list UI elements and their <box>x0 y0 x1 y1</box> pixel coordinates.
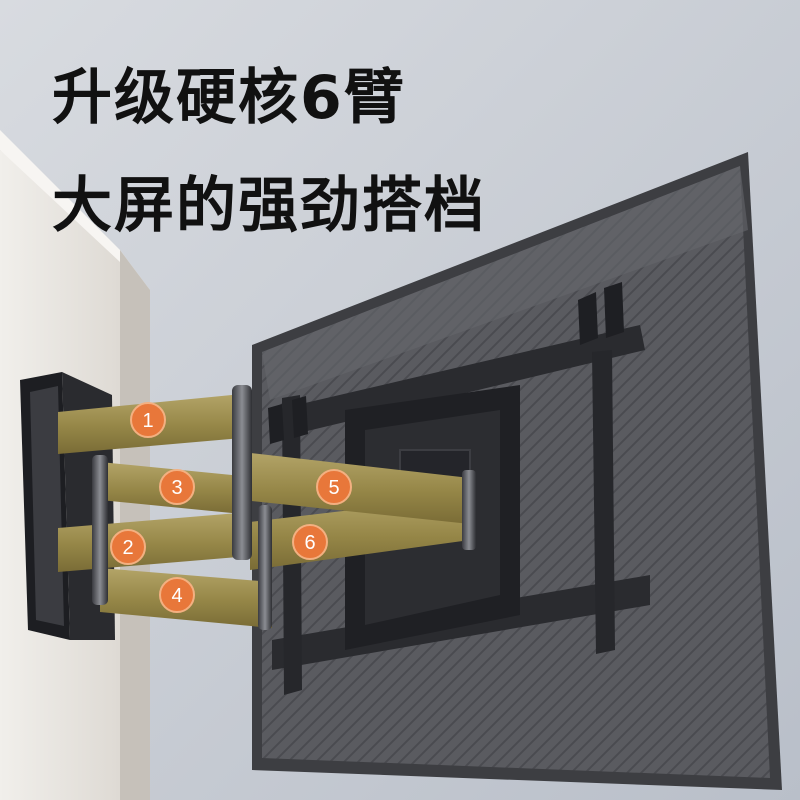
badge-5: 5 <box>316 469 352 505</box>
badge-6: 6 <box>292 524 328 560</box>
badge-5-number: 5 <box>328 477 339 499</box>
badge-3: 3 <box>159 469 195 505</box>
articulating-arms <box>58 385 476 630</box>
badge-1: 1 <box>130 402 166 438</box>
headline-line-1: 升级硬核6臂 <box>52 63 406 133</box>
badge-1-number: 1 <box>142 410 153 432</box>
badge-2: 2 <box>110 529 146 565</box>
headline-line-2: 大屏的强劲搭档 <box>52 171 486 241</box>
badge-2-number: 2 <box>122 537 133 559</box>
badge-4: 4 <box>159 577 195 613</box>
badge-6-number: 6 <box>304 532 315 554</box>
badge-4-number: 4 <box>171 585 182 607</box>
badge-3-number: 3 <box>171 477 182 499</box>
